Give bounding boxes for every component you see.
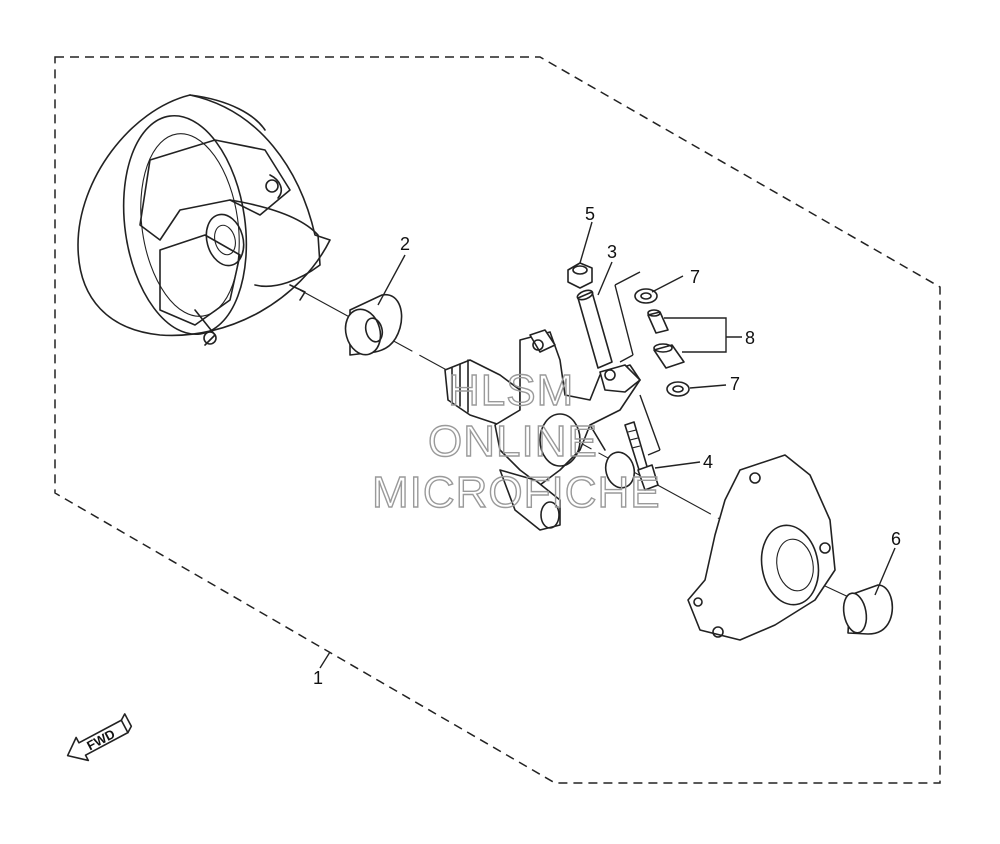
fwd-label: FWD xyxy=(84,726,117,753)
leader-4 xyxy=(654,461,701,469)
bearing-6 xyxy=(842,584,894,635)
watermark-line3: MICROFICHE xyxy=(372,468,661,517)
assembly-boundary xyxy=(54,56,941,784)
leader-3 xyxy=(597,261,613,296)
watermark-line2: ONLINE xyxy=(428,417,598,466)
callout-5: 5 xyxy=(585,204,595,224)
leader-7b xyxy=(689,384,727,389)
primary-sheave-housing xyxy=(77,94,331,346)
leader-6 xyxy=(874,547,896,596)
leader-2 xyxy=(377,254,406,306)
callout-2: 2 xyxy=(400,234,410,254)
callout-6: 6 xyxy=(891,529,901,549)
nut-5 xyxy=(567,262,593,289)
leader-1 xyxy=(319,651,331,669)
collar-3 xyxy=(576,289,613,369)
callout-3: 3 xyxy=(607,242,617,262)
callout-1: 1 xyxy=(313,668,323,688)
bushing-8-small xyxy=(647,309,669,334)
leader-5 xyxy=(579,221,593,264)
group-bracket xyxy=(614,271,661,456)
leader-7a xyxy=(651,275,684,293)
callout-8: 8 xyxy=(745,328,755,348)
callout-4: 4 xyxy=(703,452,713,472)
fwd-arrow-icon: FWD xyxy=(66,713,133,762)
leader-8 xyxy=(664,317,742,353)
washer-7-lower xyxy=(666,381,690,397)
washer-7-upper xyxy=(634,288,658,304)
bolt-4 xyxy=(624,421,659,491)
bushing-8-large xyxy=(653,343,685,369)
callout-7-lower: 7 xyxy=(730,374,740,394)
bearing-ring-2 xyxy=(344,294,403,356)
cover-plate xyxy=(687,454,836,641)
spider-shaft-assembly xyxy=(444,329,641,531)
callout-7-upper: 7 xyxy=(690,267,700,287)
watermark: HLSM ONLINE MICROFICHE xyxy=(371,365,661,517)
watermark-line1: HLSM xyxy=(448,366,574,415)
